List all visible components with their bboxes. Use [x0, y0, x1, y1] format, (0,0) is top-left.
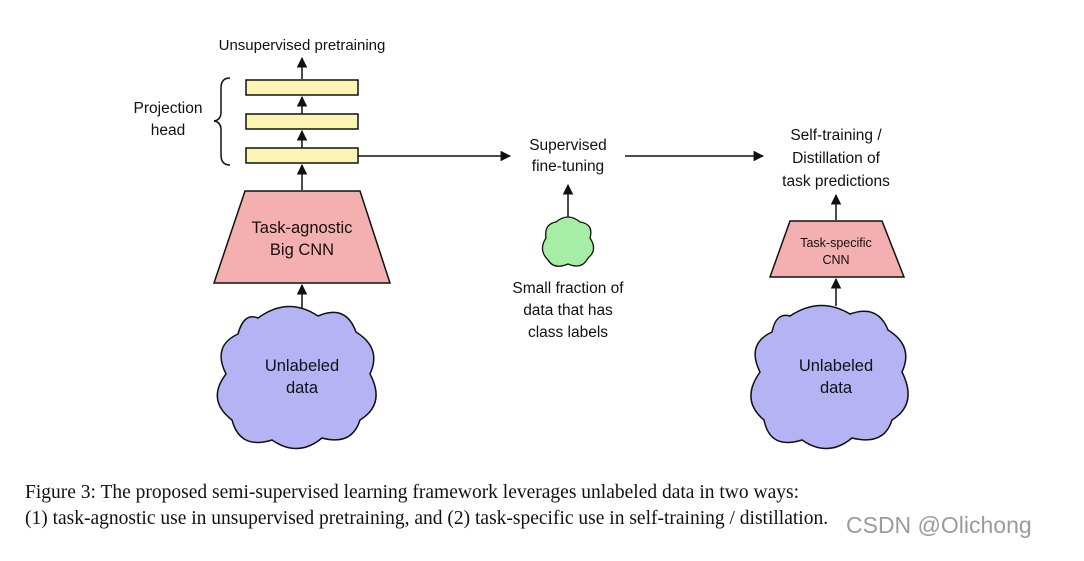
small-cnn-label-line1: Task-specific	[800, 236, 872, 250]
unlabeled-right-line1: Unlabeled	[799, 357, 873, 375]
projection-layer-3	[245, 79, 359, 96]
projection-brace	[213, 77, 231, 166]
unlabeled-left-line1: Unlabeled	[265, 357, 339, 375]
projection-label-line1: Projection	[134, 100, 203, 117]
big-cnn-label-line1: Task-agnostic	[252, 219, 353, 237]
caption-line2: (1) task-agnostic use in unsupervised pr…	[25, 508, 829, 529]
task-specific-cnn	[768, 220, 906, 278]
small-fraction-line1: Small fraction of	[512, 280, 624, 297]
self-training-line1: Self-training /	[790, 127, 882, 144]
self-training-line2: Distillation of	[792, 150, 881, 167]
big-cnn-label-line2: Big CNN	[270, 241, 334, 259]
supervised-label-line2: fine-tuning	[532, 158, 604, 175]
projection-layer-2	[245, 113, 359, 130]
projection-layer-1	[245, 147, 359, 164]
unlabeled-data-cloud-right	[750, 304, 909, 450]
caption-line1: Figure 3: The proposed semi-supervised l…	[25, 482, 799, 503]
unsupervised-pretraining-label: Unsupervised pretraining	[219, 37, 386, 54]
small-fraction-line3: class labels	[528, 324, 608, 341]
task-agnostic-big-cnn	[212, 190, 392, 284]
unlabeled-right-line2: data	[820, 379, 853, 397]
small-fraction-line2: data that has	[523, 302, 613, 319]
projection-label-line2: head	[151, 122, 185, 139]
unlabeled-data-cloud-left	[216, 305, 377, 450]
self-training-line3: task predictions	[782, 173, 890, 190]
watermark: CSDN @Olichong	[846, 512, 1032, 538]
small-cnn-label-line2: CNN	[822, 253, 849, 267]
labeled-data-cloud	[541, 216, 595, 267]
supervised-label-line1: Supervised	[529, 137, 607, 154]
unlabeled-left-line2: data	[286, 379, 319, 397]
